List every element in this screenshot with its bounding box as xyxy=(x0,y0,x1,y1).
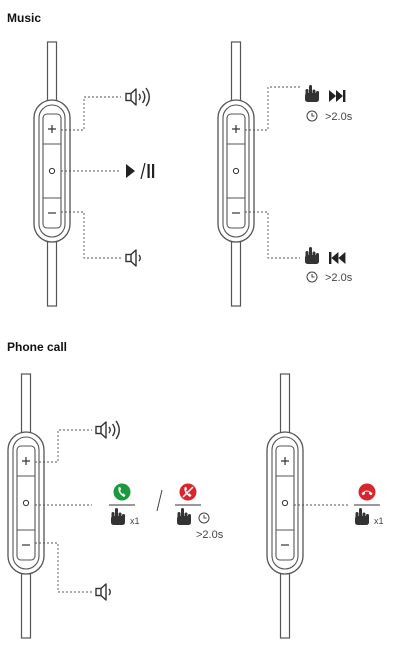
reject-call-icon xyxy=(179,483,197,501)
reject-duration: >2.0s xyxy=(196,529,224,541)
volume-down-icon xyxy=(95,583,111,601)
answer-press-count: x1 xyxy=(130,516,140,526)
end-call-icon xyxy=(358,483,376,501)
next-track-duration: >2.0s xyxy=(325,111,353,123)
hand-press-icon xyxy=(305,247,319,264)
previous-track-duration: >2.0s xyxy=(325,272,353,284)
hand-press-icon xyxy=(305,85,319,102)
hand-press-icon xyxy=(177,508,191,525)
music-right-remote xyxy=(217,41,255,307)
clock-icon xyxy=(306,271,318,283)
phone-left-vol-up-connector xyxy=(35,429,92,463)
music-section-title: Music xyxy=(7,11,42,25)
separator-slash xyxy=(156,489,163,512)
volume-down-icon xyxy=(125,249,141,267)
music-left-vol-down-connector xyxy=(61,211,121,259)
volume-up-icon xyxy=(125,87,150,107)
phone-left-remote xyxy=(7,373,45,639)
music-right-next-connector xyxy=(245,86,300,131)
music-left-remote xyxy=(33,41,71,307)
previous-track-icon xyxy=(329,252,346,264)
hand-press-icon xyxy=(355,508,369,525)
phone-section-title: Phone call xyxy=(7,340,68,354)
phone-right-remote xyxy=(266,373,304,639)
clock-icon xyxy=(306,110,318,122)
hand-press-icon xyxy=(111,508,125,525)
music-right-prev-connector xyxy=(245,211,300,259)
next-track-icon xyxy=(329,90,346,102)
answer-call-icon xyxy=(113,483,131,501)
end-call-press-count: x1 xyxy=(374,516,384,526)
phone-left-vol-down-connector xyxy=(35,542,92,593)
clock-icon xyxy=(198,512,210,524)
play-pause-icon xyxy=(126,162,155,180)
volume-up-icon xyxy=(95,420,120,440)
